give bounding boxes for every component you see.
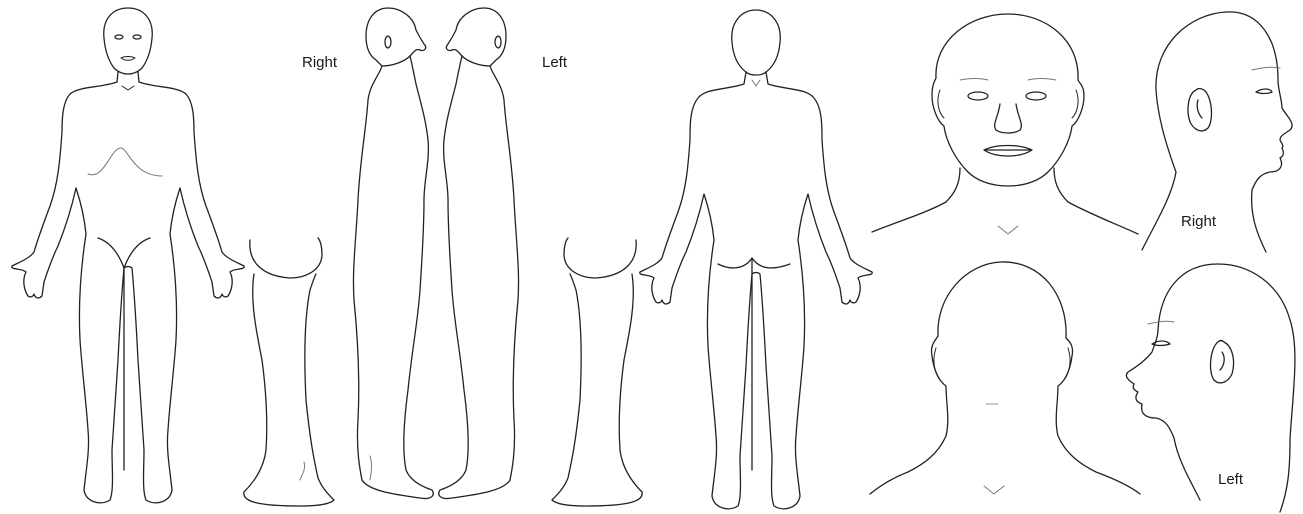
head-side-left-outline — [1126, 264, 1295, 512]
body-back-buttocks — [718, 258, 790, 268]
head-back-figure — [870, 262, 1140, 494]
head-front-nose — [995, 104, 1022, 133]
head-side-right-eye — [1256, 89, 1272, 94]
head-front-figure — [872, 14, 1138, 234]
head-back-neck-mark — [984, 486, 1004, 494]
label-head-left: Left — [1218, 472, 1243, 487]
head-back-outline — [870, 262, 1140, 494]
body-back-outline — [640, 72, 872, 509]
body-front-groin-line — [98, 238, 150, 268]
body-side-right-ear — [385, 36, 391, 48]
head-side-right-brow — [1252, 67, 1280, 70]
head-side-left-figure — [1126, 264, 1295, 512]
body-side-left-ear — [495, 36, 501, 48]
head-front-eye-left — [968, 92, 988, 100]
head-front-ear-left — [938, 90, 944, 118]
body-back-head — [732, 10, 781, 75]
head-front-ear-right — [1072, 90, 1078, 118]
body-front-eye-left — [115, 35, 123, 39]
head-side-right-ear — [1188, 89, 1211, 131]
body-side-right-head — [366, 8, 426, 66]
head-side-left-ear — [1211, 341, 1234, 383]
head-front-brow-left — [960, 79, 988, 81]
head-side-right-figure — [1142, 12, 1292, 252]
body-front-chest-line — [88, 148, 162, 176]
leg-right-knee — [300, 462, 305, 480]
head-back-ear-left — [934, 348, 940, 380]
head-front-neck-mark — [998, 226, 1018, 234]
head-side-left-brow — [1148, 321, 1174, 324]
head-back-ear-right — [1064, 348, 1070, 380]
body-front-mouth — [121, 57, 135, 61]
label-head-right: Right — [1181, 214, 1216, 229]
head-front-mouth — [984, 146, 1032, 157]
body-front-figure — [12, 8, 244, 503]
body-front-eye-right — [133, 35, 141, 39]
label-side-right: Right — [302, 55, 337, 70]
leg-right-outline — [244, 238, 334, 506]
head-front-eye-right — [1026, 92, 1046, 100]
leg-left-outline — [552, 238, 642, 506]
leg-left-figure — [552, 238, 642, 506]
body-side-right-figure — [353, 8, 433, 499]
body-front-neck — [122, 86, 134, 90]
body-front-outline — [12, 72, 244, 503]
body-side-right-outline — [353, 56, 433, 499]
label-side-left: Left — [542, 55, 567, 70]
body-side-left-outline — [439, 56, 519, 499]
body-back-neck-mark — [752, 80, 760, 86]
body-front-head — [104, 8, 153, 74]
body-side-left-figure — [439, 8, 519, 499]
body-back-figure — [640, 10, 872, 509]
head-front-shoulders — [872, 168, 1138, 234]
head-side-right-outline — [1142, 12, 1292, 252]
head-front-outline — [932, 14, 1084, 186]
body-side-right-foot-line — [370, 456, 372, 480]
leg-right-figure — [244, 238, 334, 506]
head-front-brow-right — [1028, 79, 1056, 81]
